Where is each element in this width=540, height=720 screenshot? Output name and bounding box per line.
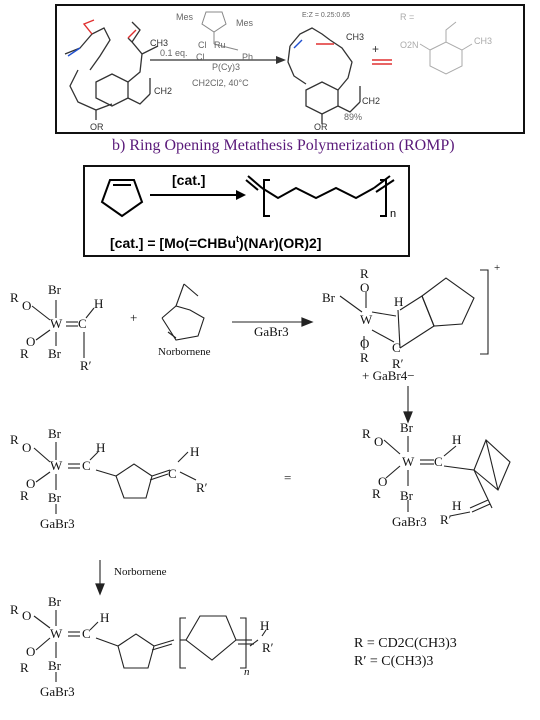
s5-gabr3: GaBr3 bbox=[40, 684, 75, 699]
substrate-ch2: CH2 bbox=[154, 86, 173, 96]
s4-h: H bbox=[452, 432, 462, 447]
s4-rprime: R′ bbox=[440, 512, 452, 527]
s2-c: C bbox=[392, 340, 401, 355]
s4-r-bottom: R bbox=[372, 486, 381, 501]
gabr4-counterion: + GaBr4− bbox=[362, 368, 415, 383]
rprime-group-definition: R′ = C(CH3)3 bbox=[354, 654, 434, 669]
s3-c-end: C bbox=[168, 466, 177, 481]
s5-r-bottom: R bbox=[20, 660, 29, 675]
product-or: OR bbox=[314, 122, 328, 132]
catalyst-ru: Ru bbox=[214, 40, 226, 50]
s3-br-bottom: Br bbox=[48, 490, 61, 505]
s2-br: Br bbox=[322, 290, 335, 305]
polymer-subscript-n: n bbox=[390, 208, 397, 220]
yield: 89% bbox=[344, 112, 363, 122]
s5-c: C bbox=[82, 626, 91, 641]
s3-w: W bbox=[50, 458, 63, 473]
substrate-ch3: CH3 bbox=[150, 38, 169, 48]
s5-h: H bbox=[100, 610, 110, 625]
s3-r-bottom: R bbox=[20, 488, 29, 503]
s4-o-bottom: O bbox=[378, 474, 388, 489]
s3-o-top: O bbox=[22, 440, 32, 455]
s3-r-top: R bbox=[10, 432, 19, 447]
reaction-panel-a bbox=[55, 4, 525, 134]
step3-reagent: Norbornene bbox=[114, 566, 167, 578]
plus-sign: + bbox=[372, 42, 380, 56]
s4-h-lower: H bbox=[452, 498, 462, 513]
r-group-definition: R = CD2C(CH3)3 bbox=[354, 636, 457, 651]
catalyst-formula-sup: t bbox=[236, 234, 239, 244]
s5-h-end: H bbox=[260, 618, 270, 633]
s4-o-top: O bbox=[374, 434, 384, 449]
r-definition: R = bbox=[400, 12, 415, 22]
romp-scheme bbox=[100, 175, 395, 218]
catalyst-ph: Ph bbox=[242, 52, 254, 62]
s5-o-bottom: O bbox=[26, 644, 36, 659]
equals-sign: = bbox=[284, 470, 292, 485]
nitro-label: O2N bbox=[400, 40, 419, 50]
s1-c: C bbox=[78, 316, 87, 331]
s1-br-top: Br bbox=[48, 282, 61, 297]
plus-1: + bbox=[130, 310, 138, 325]
s5-br-bottom: Br bbox=[48, 658, 61, 673]
s3-gabr3: GaBr3 bbox=[40, 516, 75, 531]
s1-br-bottom: Br bbox=[48, 346, 61, 361]
s1-o-top: O bbox=[22, 298, 32, 313]
s3-o-bottom: O bbox=[26, 476, 36, 491]
catalyst-formula-main: [cat.] = [Mo(=CHBu bbox=[110, 235, 236, 251]
s2-o-bottom: O bbox=[360, 336, 370, 351]
catalyst-formula: [cat.] = [Mo(=CHBut)(NAr)(OR)2] bbox=[110, 234, 321, 251]
catalyst-cl-2: Cl bbox=[196, 52, 205, 62]
s5-w: W bbox=[50, 626, 63, 641]
catalyst-mes-left: Mes bbox=[176, 12, 194, 22]
s4-c: C bbox=[434, 454, 443, 469]
s1-o-bottom: O bbox=[26, 334, 36, 349]
s4-gabr3: GaBr3 bbox=[392, 514, 427, 529]
norbornene-label: Norbornene bbox=[158, 346, 211, 358]
catalyst-cl-1: Cl bbox=[198, 40, 207, 50]
s3-rprime: R′ bbox=[196, 480, 208, 495]
product-ch2: CH2 bbox=[362, 96, 381, 106]
catalyst-mes-right: Mes bbox=[236, 18, 254, 28]
s1-w: W bbox=[50, 316, 63, 331]
ez-ratio: E:Z = 0.25:0.65 bbox=[302, 12, 351, 19]
s5-rprime: R′ bbox=[262, 640, 274, 655]
s4-br-bottom: Br bbox=[400, 488, 413, 503]
s2-o-top: O bbox=[360, 280, 370, 295]
s2-r-top: R bbox=[360, 266, 369, 281]
arrow-catalyst-label: [cat.] bbox=[172, 172, 206, 188]
s2-w: W bbox=[360, 312, 373, 327]
s4-br-top: Br bbox=[400, 420, 413, 435]
s5-o-top: O bbox=[22, 608, 32, 623]
romp-scheme-box bbox=[83, 165, 410, 257]
s3-h: H bbox=[96, 440, 106, 455]
romp-caption: b) Ring Opening Metathesis Polymerizatio… bbox=[112, 137, 455, 154]
s4-r-top: R bbox=[362, 426, 371, 441]
s3-h-end: H bbox=[190, 444, 200, 459]
s5-n: n bbox=[244, 666, 250, 678]
s2-rprime: R′ bbox=[392, 356, 404, 371]
substrate-or: OR bbox=[90, 122, 104, 132]
reaction-conditions: CH2Cl2, 40°C bbox=[192, 78, 249, 88]
s2-r-bottom: R bbox=[360, 350, 369, 365]
s3-c: C bbox=[82, 458, 91, 473]
catalyst-pcy3: P(Cy)3 bbox=[212, 62, 241, 72]
s1-r-top: R bbox=[10, 290, 19, 305]
substrate-structure bbox=[64, 11, 473, 124]
s2-h: H bbox=[394, 294, 404, 309]
s5-r-top: R bbox=[10, 602, 19, 617]
s1-rprime: R′ bbox=[80, 358, 92, 373]
s1-h: H bbox=[94, 296, 104, 311]
catalyst-formula-end: )(NAr)(OR)2] bbox=[239, 235, 322, 251]
s3-br-top: Br bbox=[48, 426, 61, 441]
catalyst-loading: 0.1 eq. bbox=[160, 48, 188, 58]
s1-r-bottom: R bbox=[20, 346, 29, 361]
aryl-ch3: CH3 bbox=[474, 36, 493, 46]
s4-w: W bbox=[402, 454, 415, 469]
product-ch3: CH3 bbox=[346, 32, 365, 42]
s2-charge: + bbox=[494, 262, 501, 274]
gabr3-reagent-1: GaBr3 bbox=[254, 324, 289, 339]
s5-br-top: Br bbox=[48, 594, 61, 609]
